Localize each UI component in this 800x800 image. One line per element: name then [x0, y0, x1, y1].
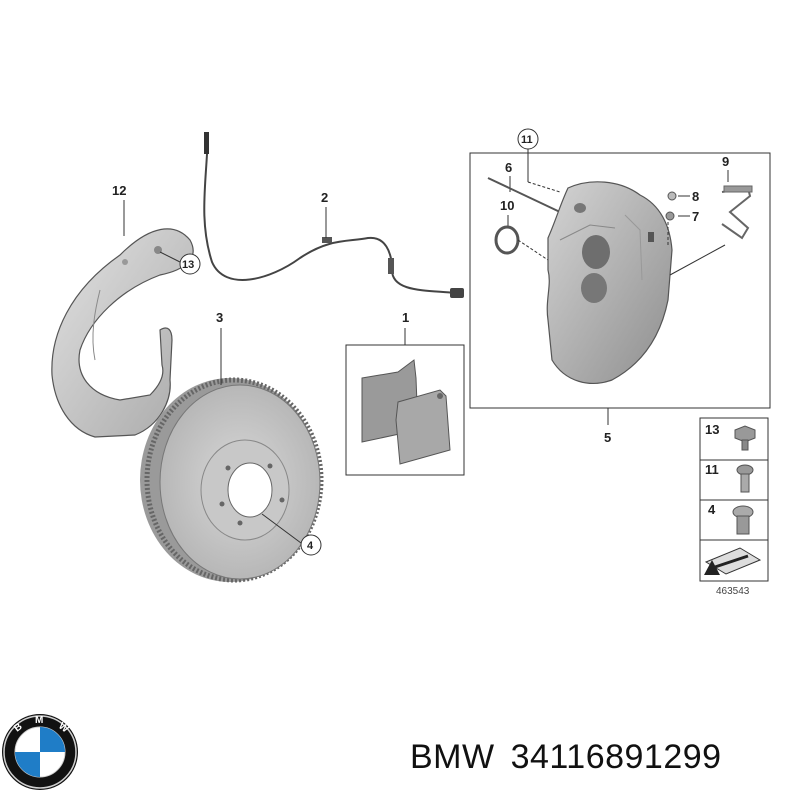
leader-4 [261, 513, 302, 544]
legend-label-11: 11 [705, 462, 719, 477]
svg-text:M: M [35, 715, 43, 726]
callout-4: 4 [307, 540, 314, 552]
wheel-bolt-icon [732, 505, 754, 535]
callout-11: 11 [521, 134, 533, 146]
callout-1: 1 [402, 310, 409, 325]
leader-13 [159, 251, 181, 263]
callout-13: 13 [182, 259, 194, 271]
pad-retaining-spring [721, 185, 753, 240]
callout-10: 10 [500, 198, 514, 213]
callout-9: 9 [722, 154, 729, 169]
callout-13-circle [179, 253, 201, 275]
leader-11b [527, 181, 561, 193]
bleeder-valve [665, 211, 675, 221]
hex-bolt-icon [736, 464, 754, 493]
leader-9b [669, 244, 726, 276]
diagram-reference-number: 463543 [716, 586, 750, 597]
direction-arrow-icon [704, 547, 762, 575]
brake-caliper [546, 181, 673, 384]
callout-5: 5 [604, 430, 611, 445]
callout-8: 8 [692, 189, 699, 204]
bmw-logo: B M W [2, 714, 78, 790]
part-number: 34116891299 [510, 738, 722, 776]
brake-wear-sensor [203, 132, 464, 298]
part-caption: BMW 34116891299 [410, 738, 738, 777]
callout-4-circle [300, 534, 322, 556]
callout-12: 12 [112, 183, 126, 198]
caliper-pin [487, 177, 561, 213]
fastener-legend: 13 11 4 [699, 417, 769, 582]
legend-label-4: 4 [708, 502, 716, 517]
brake-pad-set [361, 359, 451, 465]
piston-seal [494, 225, 520, 255]
brake-disc [140, 377, 324, 583]
leader-10b [517, 239, 549, 261]
brand-name: BMW [410, 738, 495, 776]
callout-2: 2 [321, 190, 328, 205]
legend-label-13: 13 [705, 422, 719, 437]
callout-3: 3 [216, 310, 223, 325]
callout-6: 6 [505, 160, 512, 175]
flange-bolt-icon [734, 425, 756, 451]
callout-7: 7 [692, 209, 699, 224]
bleeder-cap [667, 191, 677, 201]
